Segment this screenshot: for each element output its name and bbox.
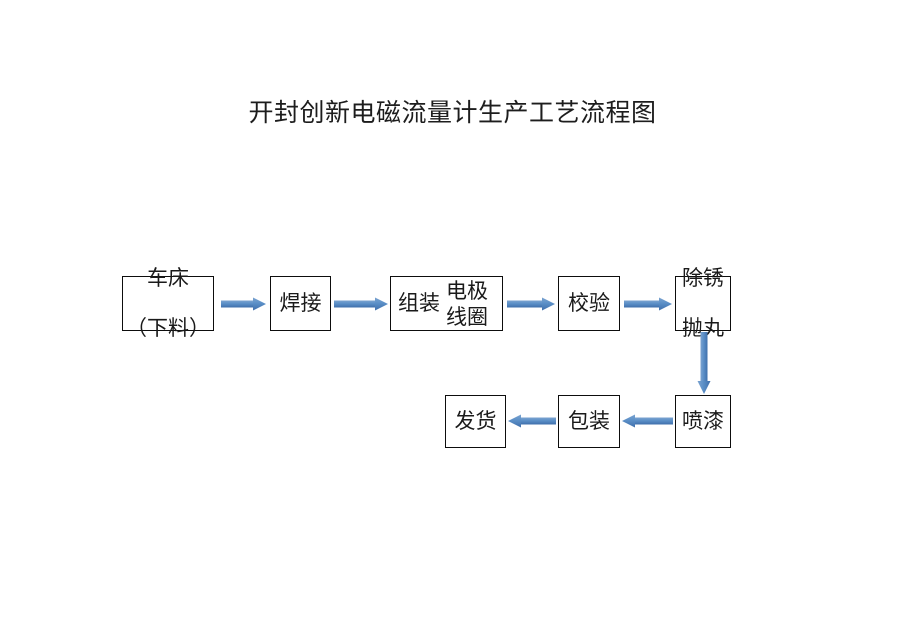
process-node-welding-label-line1: 焊接 [279, 291, 322, 315]
process-node-assembly-label-right-line1: 电极 [446, 278, 488, 303]
process-node-shipping-label: 发货 [455, 384, 497, 459]
process-node-painting-label: 喷漆 [682, 384, 724, 459]
arrow-assembly-to-calibration [507, 296, 555, 312]
process-node-derusting[interactable]: 除锈 抛丸 [675, 266, 731, 340]
process-node-calibration[interactable]: 校验 [558, 276, 620, 331]
process-node-calibration-label-line1: 校验 [568, 291, 610, 315]
process-node-assembly-label-left: 组装 [398, 291, 440, 315]
arrow-welding-to-assembly [334, 296, 388, 312]
arrow-derusting-to-painting [696, 332, 712, 394]
process-node-derusting-label: 除锈 抛丸 [682, 241, 724, 366]
process-node-welding-label: 焊接 [280, 266, 322, 341]
arrow-lathe-to-welding [221, 296, 266, 312]
process-node-lathe-label-line2: （下料） [126, 316, 210, 340]
process-node-packaging-label: 包装 [568, 384, 610, 459]
process-node-welding[interactable]: 焊接 [270, 276, 331, 331]
process-node-painting[interactable]: 喷漆 [675, 395, 731, 448]
arrow-calibration-to-derusting [624, 296, 672, 312]
arrow-painting-to-packaging [622, 413, 673, 429]
arrow-packaging-to-shipping [508, 413, 556, 429]
process-node-assembly-label-right-line2: 线圈 [446, 304, 488, 329]
process-node-derusting-label-line1: 除锈 [682, 266, 724, 290]
process-node-calibration-label: 校验 [568, 266, 610, 341]
process-node-packaging-label-line1: 包装 [568, 409, 610, 433]
page-title: 开封创新电磁流量计生产工艺流程图 [248, 98, 657, 127]
process-node-assembly-label-right: 电极 线圈 [446, 278, 488, 330]
process-node-packaging[interactable]: 包装 [558, 395, 620, 448]
process-node-shipping[interactable]: 发货 [445, 395, 506, 448]
process-node-shipping-label-line1: 发货 [454, 409, 497, 433]
process-node-assembly[interactable]: 组装 电极 线圈 [390, 276, 503, 331]
process-node-painting-label-line1: 喷漆 [682, 409, 724, 433]
process-node-lathe[interactable]: 车床 （下料） [122, 266, 214, 340]
process-node-lathe-label-line1: 车床 [147, 266, 189, 290]
process-node-lathe-label: 车床 （下料） [126, 241, 210, 366]
